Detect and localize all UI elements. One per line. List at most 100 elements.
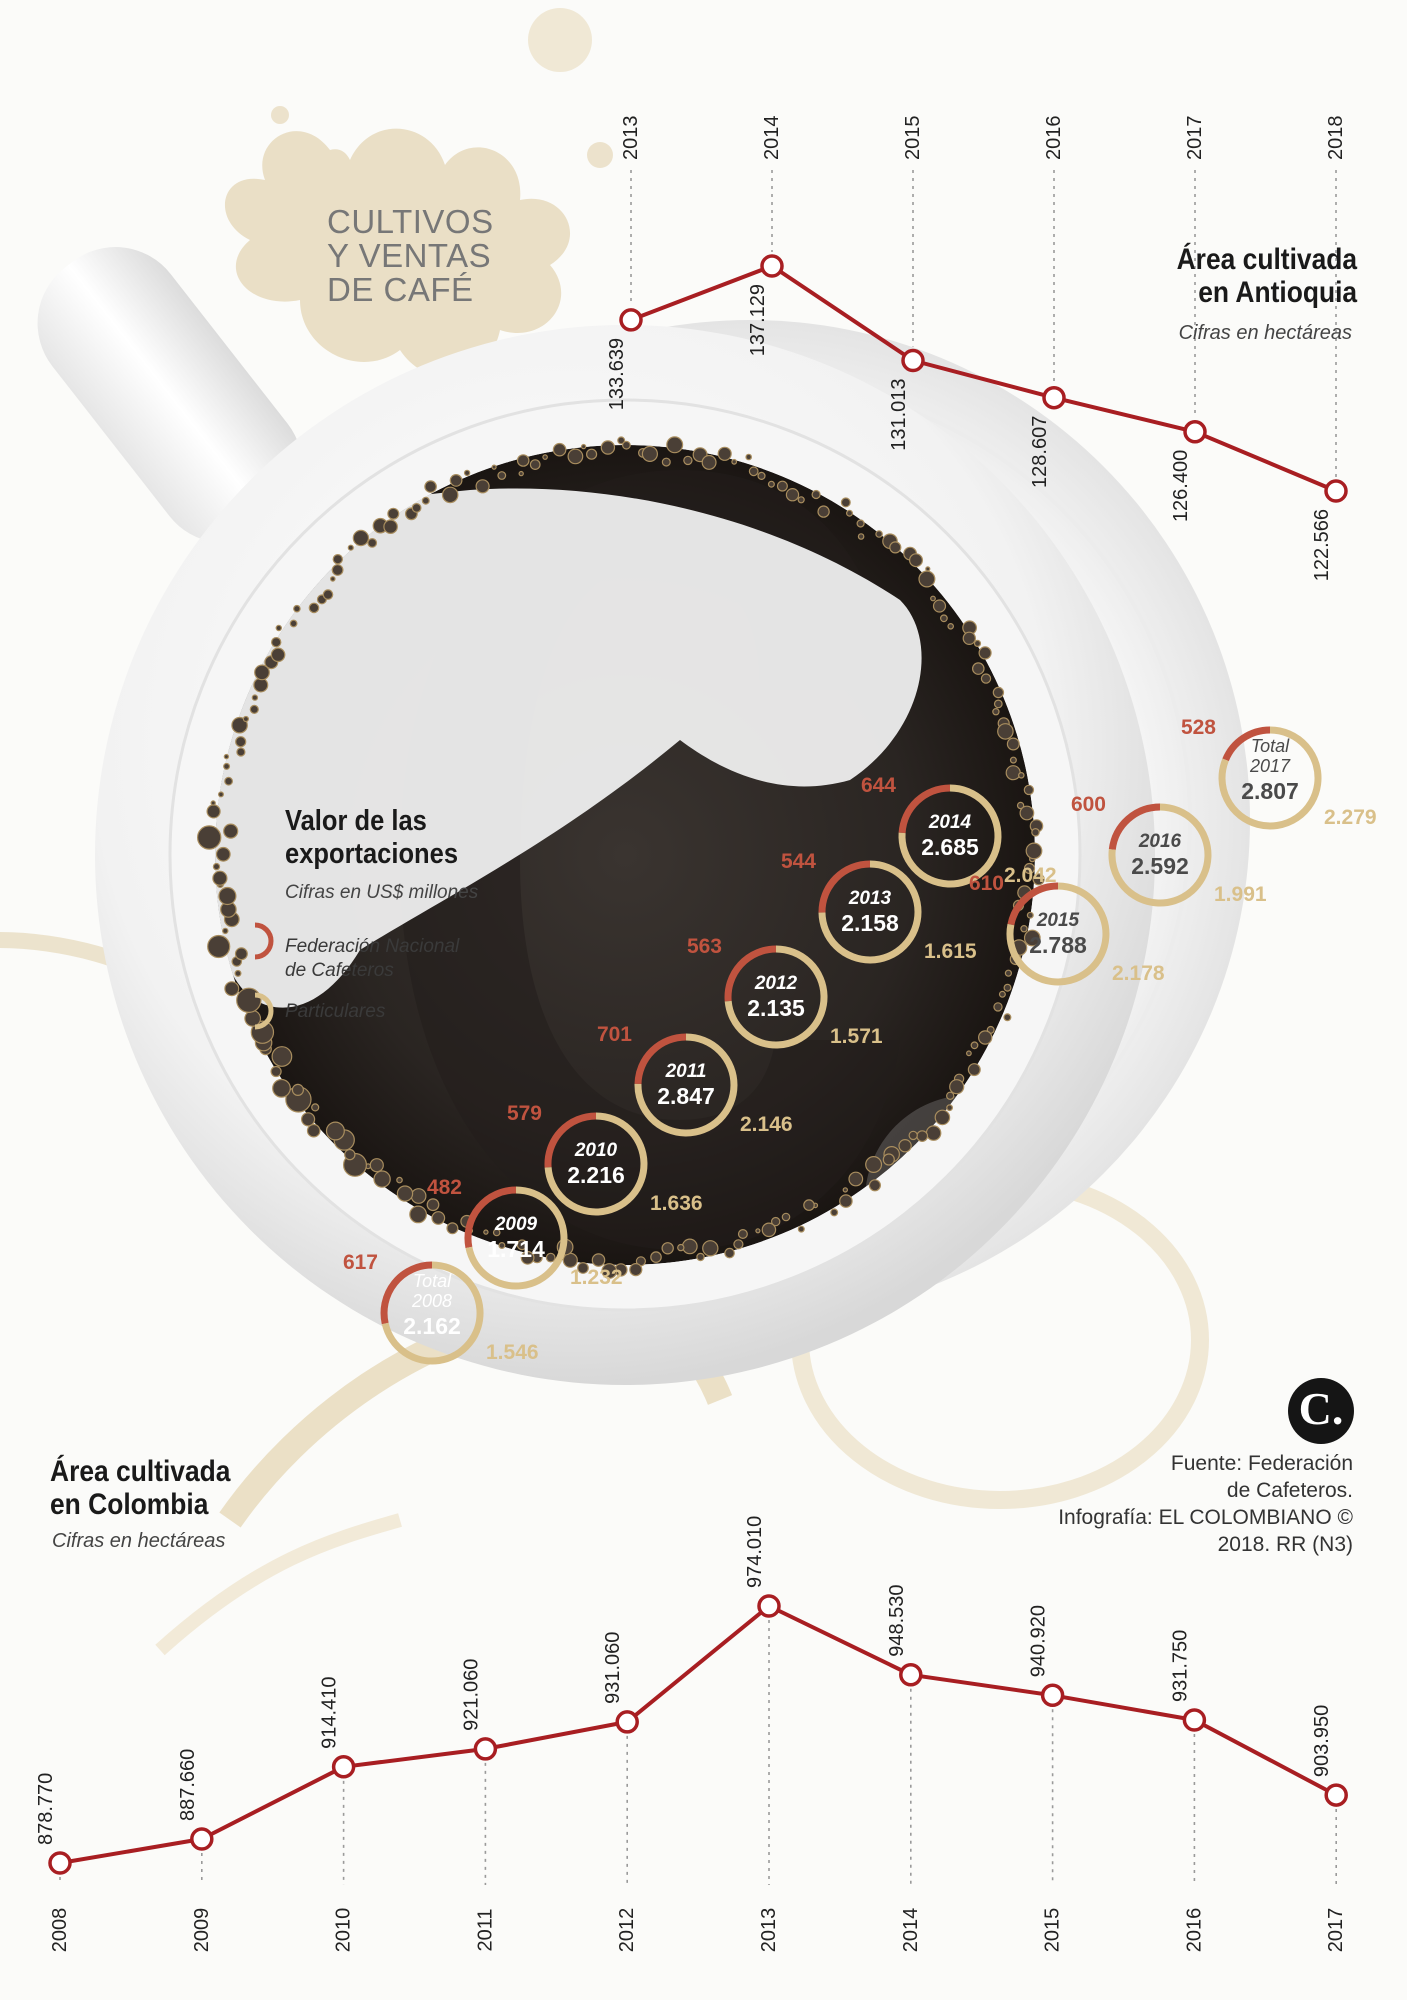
header-line-2: Y VENTAS	[327, 237, 492, 274]
foam-bubble	[717, 446, 732, 461]
foam-bubble	[875, 530, 883, 538]
foam-bubble	[475, 479, 490, 494]
donut-fed-arc	[1222, 726, 1271, 762]
donut-total: 2.847	[657, 1083, 715, 1109]
foam-bubble	[601, 1263, 618, 1279]
foam-bubble	[352, 529, 370, 547]
foam-bubble	[344, 1148, 356, 1161]
antioquia-title: Área cultivada en Antioquia	[1177, 243, 1357, 309]
foam-bubble	[421, 496, 430, 505]
el-colombiano-logo: C.	[1288, 1378, 1354, 1444]
donut-total: 2.788	[1029, 932, 1087, 958]
foam-bubble	[771, 1216, 781, 1227]
foam-bubble	[745, 453, 753, 461]
foam-bubble	[577, 1262, 589, 1274]
year-label: 2013	[620, 116, 642, 161]
donut-year: 2014	[928, 812, 972, 833]
foam-bubble	[622, 440, 631, 450]
foam-bubble	[449, 474, 463, 487]
year-label: 2015	[1042, 1908, 1064, 1953]
foam-bubble	[946, 1104, 953, 1112]
value-label: 948.530	[886, 1584, 908, 1656]
donut-part-value: 2.279	[1324, 806, 1377, 829]
donut-part-arc	[898, 784, 1002, 888]
donut-year: 2010	[574, 1140, 618, 1161]
foam-bubble	[971, 662, 985, 675]
foam-bubble	[702, 1240, 719, 1257]
foam-bubble	[696, 1252, 705, 1262]
foam-bubble	[567, 448, 584, 465]
foam-bubble	[411, 503, 422, 513]
legend-fed-line-1: Federación Nacional	[285, 936, 460, 957]
foam-bubble	[212, 870, 228, 886]
foam-bubble	[918, 570, 936, 588]
foam-bubble	[666, 436, 684, 454]
foam-bubble	[254, 664, 270, 681]
foam-bubble	[840, 497, 851, 508]
foam-bubble	[483, 1229, 489, 1235]
foam-bubble	[293, 604, 301, 613]
foam-bubble	[301, 1112, 316, 1127]
colombia-subtitle: Cifras en hectáreas	[52, 1530, 226, 1552]
foam-bubble	[373, 1170, 391, 1188]
data-point	[901, 348, 925, 373]
foam-bubble	[629, 1262, 643, 1277]
donut-total: 1.714	[487, 1236, 545, 1262]
donut-part-value: 2.146	[740, 1113, 793, 1136]
data-point	[1324, 479, 1348, 503]
milk-foam	[215, 488, 922, 1008]
value-label: 931.060	[602, 1632, 624, 1704]
foam-bubble	[1017, 771, 1025, 779]
foam-bubble	[387, 507, 400, 520]
foam-bubble	[424, 480, 437, 493]
colombia-title: Área cultivada en Colombia	[50, 1455, 230, 1521]
series-line	[630, 264, 1337, 493]
exports-title-line-1: Valor de las	[285, 805, 427, 837]
foam-bubble	[446, 1222, 459, 1235]
foam-bubble	[218, 791, 225, 798]
foam-bubble	[731, 458, 738, 465]
cup-handle	[37, 247, 303, 543]
donut-part-arc	[1108, 803, 1212, 907]
foam-bubble	[865, 1155, 883, 1173]
foam-bubble	[329, 576, 336, 582]
foam-bubble	[925, 566, 931, 572]
foam-bubble	[1005, 765, 1021, 781]
foam-bubble	[848, 1171, 864, 1187]
foam-bubble	[1009, 756, 1017, 764]
donut-part-value: 1.571	[830, 1025, 883, 1048]
foam-bubble	[737, 1228, 748, 1239]
source-line-2: de Cafeteros.	[1226, 1479, 1353, 1502]
foam-bubble	[223, 823, 239, 839]
foam-bubble	[196, 825, 222, 850]
foam-bubble	[856, 519, 865, 528]
data-point	[1042, 385, 1066, 410]
donut-fed-value: 644	[861, 774, 896, 797]
donut-year: 2011	[665, 1061, 707, 1082]
foam-bubble	[1023, 862, 1036, 875]
foam-bubble	[930, 595, 936, 602]
donut-fed-arc	[464, 1186, 517, 1249]
stain-drop-2	[587, 142, 613, 168]
foam-bubble	[940, 614, 948, 623]
value-label: 126.400	[1170, 450, 1192, 522]
value-label: 887.660	[177, 1749, 199, 1821]
donut-fed-value: 579	[507, 1102, 542, 1125]
value-label: 878.770	[35, 1773, 57, 1845]
foam-bubble	[803, 1199, 815, 1211]
foam-bubble	[215, 846, 231, 862]
foam-bubble	[311, 1103, 320, 1112]
year-label: 2013	[758, 1908, 780, 1953]
colombia-title-line-1: Área cultivada	[50, 1455, 231, 1488]
year-label: 2011	[474, 1908, 496, 1951]
value-label: 914.410	[319, 1677, 341, 1749]
foam-bubble	[271, 637, 282, 648]
foam-bubble	[978, 1030, 993, 1045]
foam-bubble	[966, 1050, 972, 1057]
foam-bubble	[272, 1078, 291, 1098]
donut-part-arc	[724, 945, 828, 1049]
year-label: 2017	[1325, 1908, 1347, 1953]
foam-bubble	[755, 1228, 761, 1234]
foam-bubble	[441, 486, 459, 504]
